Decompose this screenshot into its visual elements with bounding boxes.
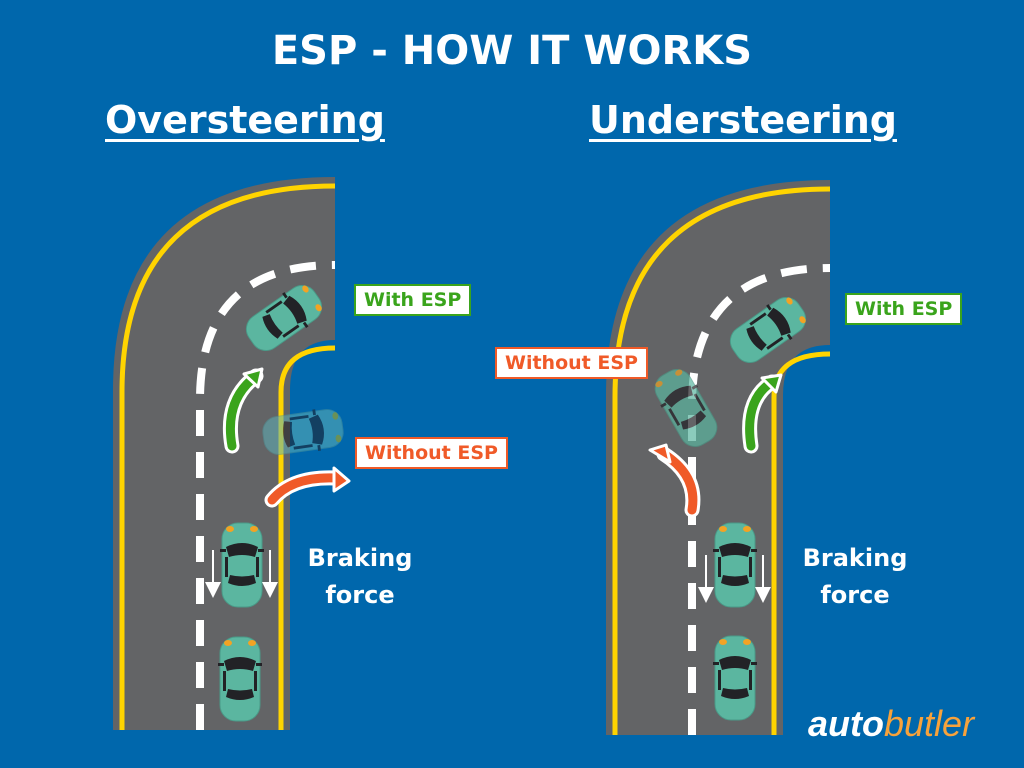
- left-with-esp-arrow: [222, 367, 264, 454]
- autobutler-logo: autobutler: [808, 703, 974, 745]
- page-title: ESP - HOW IT WORKS: [271, 28, 753, 74]
- left-braking-line2: force: [325, 581, 395, 609]
- right-car-braking: [712, 522, 758, 608]
- right-braking-line2: force: [820, 581, 890, 609]
- left-road-outer-edge: [119, 183, 336, 730]
- right-braking-line1: Braking: [802, 544, 908, 572]
- left-without-esp-arrow: [264, 466, 351, 508]
- right-with-esp-label: With ESP: [845, 293, 963, 325]
- right-braking-label: Braking force: [795, 540, 915, 614]
- left-braking-label: Braking force: [300, 540, 420, 614]
- right-road-inner-edge: [771, 351, 831, 735]
- right-car-rear: [712, 635, 758, 721]
- oversteering-heading: Oversteering: [105, 98, 385, 142]
- right-without-esp-label: Without ESP: [495, 347, 648, 379]
- logo-auto: auto: [808, 703, 884, 744]
- left-lane-marking: [196, 261, 336, 730]
- left-braking-line1: Braking: [307, 544, 413, 572]
- left-road-inner-edge: [278, 345, 336, 730]
- left-with-esp-label: With ESP: [354, 284, 472, 316]
- right-without-esp-arrow: [648, 443, 701, 518]
- left-car-rear: [217, 636, 263, 722]
- left-car-braking: [219, 522, 265, 608]
- left-without-esp-label: Without ESP: [355, 437, 508, 469]
- logo-butler: butler: [884, 703, 975, 744]
- understeering-heading: Understeering: [589, 98, 897, 142]
- right-with-esp-arrow: [742, 373, 783, 454]
